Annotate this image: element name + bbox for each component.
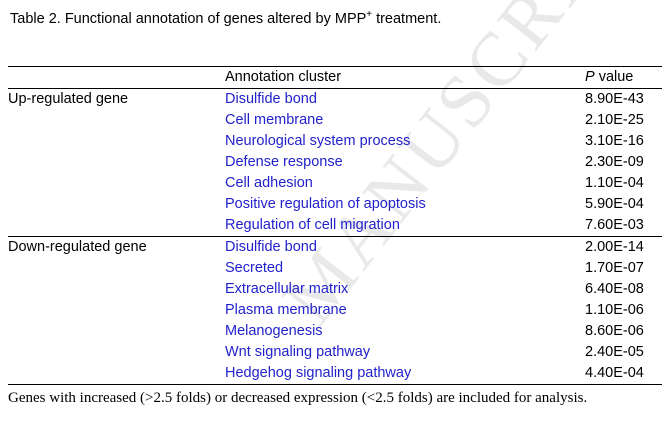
pvalue-cell: 2.00E-14	[585, 239, 644, 255]
cluster-link[interactable]: Disulfide bond	[225, 91, 317, 107]
group-label-spacer	[8, 110, 225, 131]
cluster-link[interactable]: Disulfide bond	[225, 239, 317, 255]
table-row: Extracellular matrix 6.40E-08	[8, 279, 662, 300]
table-row: Positive regulation of apoptosis 5.90E-0…	[8, 194, 662, 215]
group-label-spacer	[8, 342, 225, 363]
cluster-link[interactable]: Hedgehog signaling pathway	[225, 365, 412, 381]
cluster-link[interactable]: Regulation of cell migration	[225, 217, 400, 233]
table-section-down-regulated: Down-regulated gene Disulfide bond 2.00E…	[8, 237, 662, 384]
group-label-spacer	[8, 215, 225, 236]
cluster-link[interactable]: Secreted	[225, 260, 284, 276]
table-row: Down-regulated gene Disulfide bond 2.00E…	[8, 237, 662, 258]
group-label-spacer	[8, 194, 225, 215]
cluster-link[interactable]: Defense response	[225, 154, 343, 170]
table-row: Regulation of cell migration 7.60E-03	[8, 215, 662, 236]
pvalue-cell: 1.10E-04	[585, 175, 644, 191]
group-label-spacer	[8, 279, 225, 300]
annotation-table: Annotation cluster P value Up-regulated …	[8, 66, 662, 385]
table-body: Annotation cluster P value	[8, 67, 662, 88]
group-label-spacer	[8, 300, 225, 321]
pvalue-cell: 2.30E-09	[585, 154, 644, 170]
table-row: Wnt signaling pathway 2.40E-05	[8, 342, 662, 363]
group-label-spacer	[8, 321, 225, 342]
header-pvalue-cell: P value	[585, 67, 662, 88]
group-label-up-regulated: Up-regulated gene	[8, 91, 129, 107]
cluster-link[interactable]: Positive regulation of apoptosis	[225, 196, 426, 212]
group-label-spacer	[8, 131, 225, 152]
table-row: Cell membrane 2.10E-25	[8, 110, 662, 131]
cluster-link[interactable]: Neurological system process	[225, 133, 411, 149]
pvalue-cell: 2.10E-25	[585, 112, 644, 128]
table-row: Plasma membrane 1.10E-06	[8, 300, 662, 321]
table-row: Melanogenesis 8.60E-06	[8, 321, 662, 342]
table-row: Neurological system process 3.10E-16	[8, 131, 662, 152]
group-label-spacer	[8, 363, 225, 384]
cluster-link[interactable]: Plasma membrane	[225, 302, 347, 318]
group-label-spacer	[8, 152, 225, 173]
header-group-cell	[8, 67, 225, 88]
table-row: Secreted 1.70E-07	[8, 258, 662, 279]
table-section-divider-rule	[8, 236, 662, 237]
table-header-rule	[8, 88, 662, 89]
table-section-up-regulated: Up-regulated gene Disulfide bond 8.90E-4…	[8, 89, 662, 236]
table-top-rule	[8, 66, 662, 67]
group-label-spacer	[8, 173, 225, 194]
cluster-link[interactable]: Melanogenesis	[225, 323, 323, 339]
table-bottom-rule	[8, 384, 662, 385]
header-pvalue-rest: value	[594, 69, 634, 85]
caption-superscript-plus: +	[366, 9, 373, 21]
table-row: Up-regulated gene Disulfide bond 8.90E-4…	[8, 89, 662, 110]
table-row: Cell adhesion 1.10E-04	[8, 173, 662, 194]
pvalue-cell: 8.90E-43	[585, 91, 644, 107]
pvalue-cell: 5.90E-04	[585, 196, 644, 212]
header-annotation-cluster-cell: Annotation cluster	[225, 69, 342, 85]
pvalue-cell: 4.40E-04	[585, 365, 644, 381]
cluster-link[interactable]: Extracellular matrix	[225, 281, 349, 297]
header-pvalue-italic-p: P	[585, 69, 595, 85]
group-label-spacer	[8, 258, 225, 279]
table-caption: Table 2. Functional annotation of genes …	[10, 9, 441, 29]
table-row: Hedgehog signaling pathway 4.40E-04	[8, 363, 662, 384]
pvalue-cell: 3.10E-16	[585, 133, 644, 149]
cluster-link[interactable]: Cell membrane	[225, 112, 324, 128]
table-header-row: Annotation cluster P value	[8, 67, 662, 88]
cluster-link[interactable]: Wnt signaling pathway	[225, 344, 371, 360]
pvalue-cell: 1.70E-07	[585, 260, 644, 276]
caption-prefix-text: Table 2. Functional annotation of genes …	[10, 11, 367, 27]
table-row: Defense response 2.30E-09	[8, 152, 662, 173]
pvalue-cell: 6.40E-08	[585, 281, 644, 297]
pvalue-cell: 1.10E-06	[585, 302, 644, 318]
group-label-down-regulated: Down-regulated gene	[8, 239, 147, 255]
caption-suffix-text: treatment.	[372, 11, 442, 27]
table-footnote: Genes with increased (>2.5 folds) or dec…	[8, 390, 588, 406]
pvalue-cell: 7.60E-03	[585, 217, 644, 233]
pvalue-cell: 2.40E-05	[585, 344, 644, 360]
pvalue-cell: 8.60E-06	[585, 323, 644, 339]
cluster-link[interactable]: Cell adhesion	[225, 175, 313, 191]
